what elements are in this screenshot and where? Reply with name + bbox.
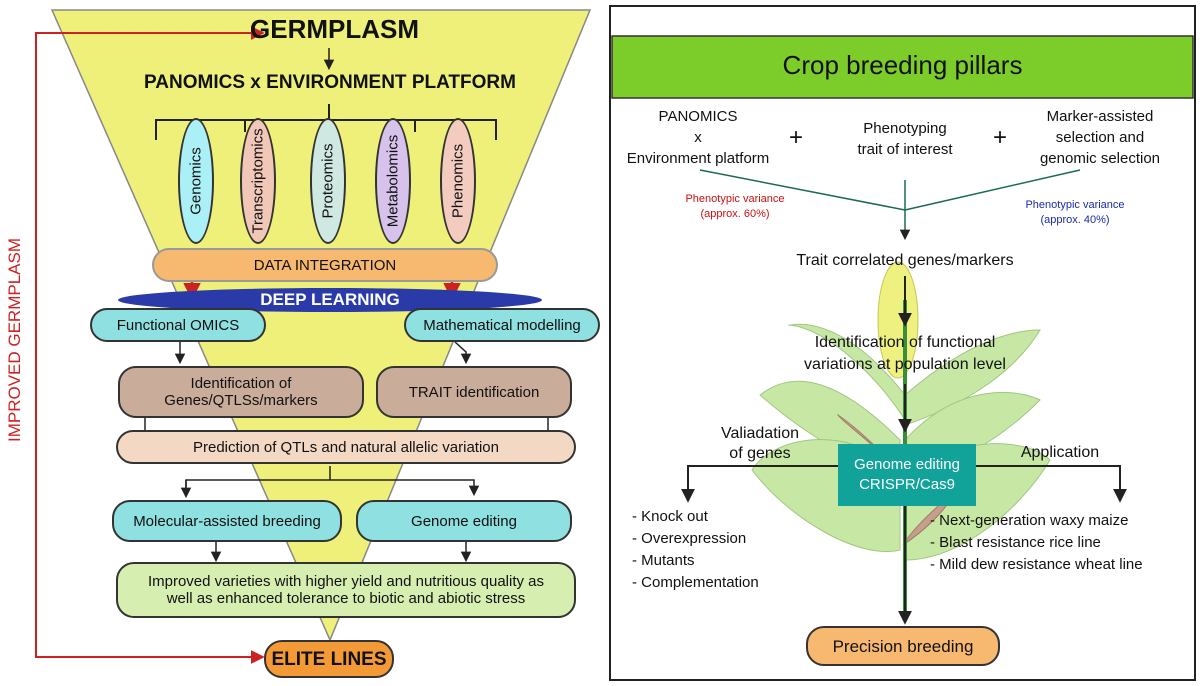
application-title: Application xyxy=(1020,444,1100,461)
omics-proteomics: Proteomics xyxy=(310,118,346,244)
phenotypic-variance-40: Phenotypic variance(approx. 40%) xyxy=(1025,199,1125,226)
molecular-breeding-box: Molecular-assisted breeding xyxy=(112,500,342,542)
math-modelling-box: Mathematical modelling xyxy=(404,308,600,342)
elite-lines-box: ELITE LINES xyxy=(264,640,394,678)
improved-germplasm-label: IMPROVED GERMPLASM xyxy=(5,237,24,443)
improved-varieties-box: Improved varieties with higher yield and… xyxy=(116,562,576,618)
plus-sign-2: + xyxy=(992,124,1007,151)
omics-transcriptomics: Transcriptomics xyxy=(240,118,276,244)
deep-learning-label: DEEP LEARNING xyxy=(260,290,400,309)
platform-title: PANOMICS x ENVIRONMENT PLATFORM xyxy=(144,72,516,93)
validation-list: - Knock out - Overexpression - Mutants -… xyxy=(632,506,759,594)
omics-phenomics: Phenomics xyxy=(440,118,476,244)
phenotypic-variance-60: Phenotypic variance(approx. 60%) xyxy=(685,193,785,220)
omics-metabolomics: Metabolomics xyxy=(375,118,411,244)
improved-germplasm-loop xyxy=(35,32,265,664)
application-list: - Next-generation waxy maize - Blast res… xyxy=(930,510,1143,576)
genome-editing-left-box: Genome editing xyxy=(356,500,572,542)
list-item: - Knock out xyxy=(632,508,708,525)
list-item: - Mild dew resistance wheat line xyxy=(930,556,1143,573)
deep-learning-ellipse xyxy=(118,288,542,312)
functional-omics-box: Functional OMICS xyxy=(90,308,266,342)
omics-genomics: Genomics xyxy=(178,118,214,244)
prediction-box: Prediction of QTLs and natural allelic v… xyxy=(116,430,576,464)
plus-sign-1: + xyxy=(788,124,803,151)
germplasm-title: GERMPLASM xyxy=(250,14,419,44)
data-integration-box: DATA INTEGRATION xyxy=(152,248,498,282)
trait-genes-text: Trait correlated genes/markers xyxy=(796,252,1014,269)
list-item: - Next-generation waxy maize xyxy=(930,512,1129,529)
crop-breeding-header: Crop breeding pillars xyxy=(782,50,1023,80)
header-band xyxy=(611,35,1194,99)
list-item: - Complementation xyxy=(632,574,759,591)
list-item: - Mutants xyxy=(632,552,695,569)
trait-identification-box: TRAIT identification xyxy=(376,366,572,418)
list-item: - Overexpression xyxy=(632,530,747,547)
precision-breeding-box: Precision breeding xyxy=(806,626,1000,666)
list-item: - Blast resistance rice line xyxy=(930,534,1101,551)
